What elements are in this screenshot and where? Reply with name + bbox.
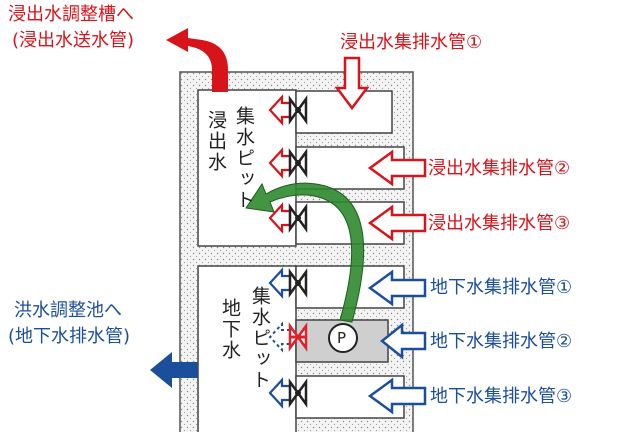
groundwater-pit-label: 集水ピット [249, 286, 271, 391]
leachate-small-arrows [268, 94, 292, 234]
leachate-pit-name: 浸出水 [205, 110, 227, 173]
groundwater-inflow-arrows [367, 269, 427, 415]
groundwater-outlet-sublabel: (地下水排水管) [8, 326, 131, 347]
leachate-inlet-label-2: 浸出水集排水管② [428, 158, 571, 179]
groundwater-inlet-label-3: 地下水集排水管③ [430, 386, 573, 407]
groundwater-small-arrows [268, 267, 292, 409]
leachate-outlet-sublabel: (浸出水送水管) [12, 30, 135, 51]
groundwater-inlet-label-1: 地下水集排水管① [430, 277, 573, 298]
leachate-inlet-label-1: 浸出水集排水管① [340, 32, 483, 53]
leachate-outlet-label: 浸出水調整槽へ [8, 4, 134, 25]
leachate-inflow-arrows [334, 56, 427, 242]
pump-symbol [328, 323, 358, 353]
return-flow-arrow [245, 182, 365, 323]
groundwater-pit-name: 地下水 [219, 298, 241, 361]
leachate-pit-label: 集水ピット [233, 106, 255, 211]
pump-label: P [337, 329, 347, 347]
valves [288, 95, 308, 408]
leachate-inlet-label-3: 浸出水集排水管③ [428, 213, 571, 234]
leachate-outlet-arrow [166, 28, 228, 92]
groundwater-outlet-label: 洪水調整池へ [14, 300, 122, 321]
groundwater-dashed-arrow [268, 321, 291, 353]
groundwater-outlet-arrow [150, 352, 198, 388]
groundwater-inlet-label-2: 地下水集排水管② [430, 331, 573, 352]
